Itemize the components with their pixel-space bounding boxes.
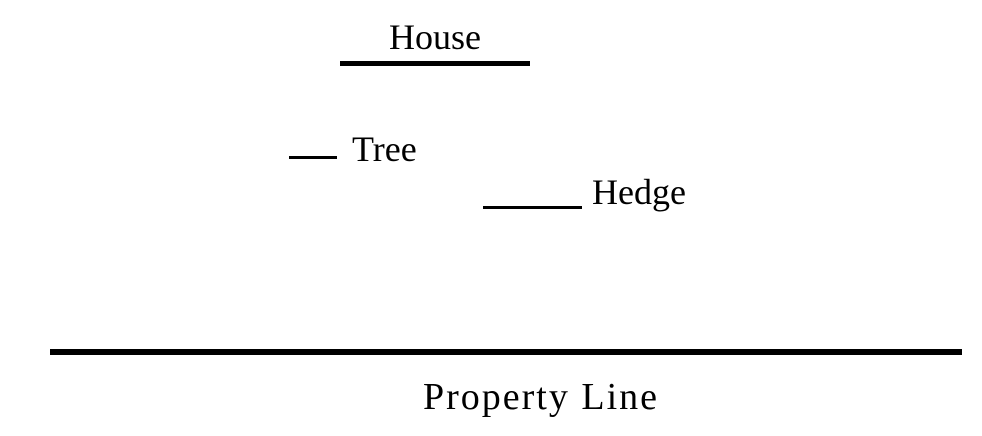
house-symbol-line [340, 61, 530, 66]
tree-symbol-line [289, 156, 337, 159]
hedge-label: Hedge [592, 172, 686, 212]
hedge-symbol-line [483, 206, 582, 209]
house-label: House [389, 17, 481, 57]
property-line-label: Property Line [422, 376, 659, 418]
property-line [50, 349, 962, 355]
tree-label: Tree [352, 129, 417, 169]
